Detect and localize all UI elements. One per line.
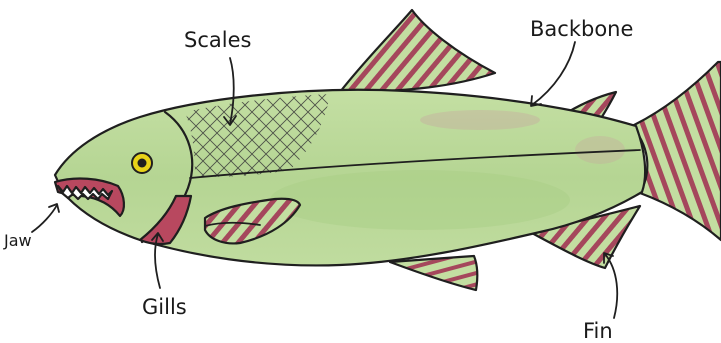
body-blush — [420, 110, 540, 130]
label-gills: Gills — [142, 295, 187, 319]
label-backbone: Backbone — [530, 17, 633, 41]
label-fin: Fin — [583, 319, 613, 343]
body-shade — [270, 170, 570, 230]
label-scales: Scales — [184, 28, 251, 52]
dorsal-fin — [340, 10, 495, 92]
jaw-pointer — [32, 205, 57, 232]
pelvic-fin — [390, 256, 477, 290]
label-jaw: Jaw — [3, 231, 32, 250]
body-blush-2 — [575, 136, 625, 164]
pupil — [138, 159, 147, 168]
tail-fin — [632, 62, 721, 240]
backbone-pointer — [532, 42, 575, 105]
